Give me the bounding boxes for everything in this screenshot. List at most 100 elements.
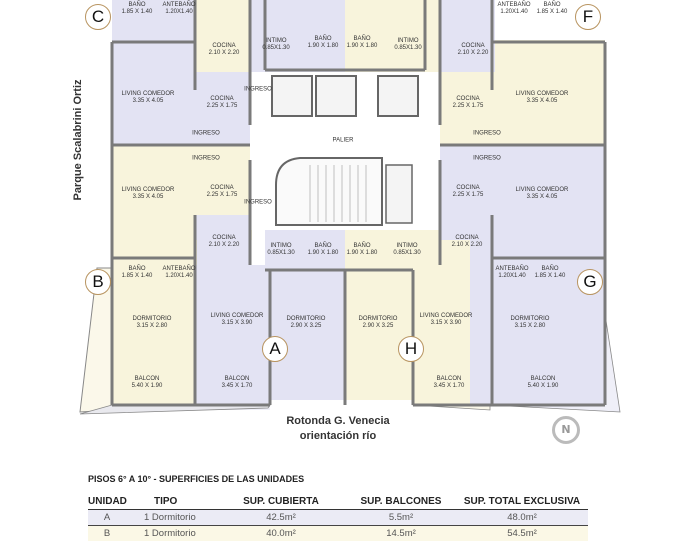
room-name: BAÑO [543,2,561,8]
surfaces-table: UNIDAD TIPO SUP. CUBIERTA SUP. BALCONES … [88,494,588,541]
room-dimensions: 2.25 X 1.75 [452,192,484,198]
room-name: DORMITORIO [286,316,326,322]
room-dimensions: 1.20X1.40 [498,273,526,279]
cell-sup-total: 48.0m² [507,512,537,523]
cell-sup-cubierta: 40.0m² [266,528,296,539]
table-header: UNIDAD TIPO SUP. CUBIERTA SUP. BALCONES … [88,494,588,510]
room-dimensions: 5.40 X 1.90 [527,383,559,389]
room-name: LIVING COMEDOR [515,91,569,97]
room-dimensions: 2.25 X 1.75 [452,103,484,109]
room-name: INTIMO [396,243,418,249]
room-dimensions: 3.35 X 4.05 [132,98,164,104]
cell-unidad: B [103,528,111,539]
room-dimensions: 3.45 X 1.70 [433,383,465,389]
room-name: COCINA [455,235,479,241]
room-name: LIVING COMEDOR [515,187,569,193]
room-name: BAÑO [353,243,371,249]
room-name: BAÑO [314,243,332,249]
walls [110,0,607,407]
room-dimensions: 2.25 X 1.75 [206,103,238,109]
elevator [377,75,419,117]
room-name: COCINA [461,43,485,49]
room-dimensions: 0.85X1.30 [262,45,290,51]
room-name: DORMITORIO [132,316,172,322]
park-label: Parque Scalabrini Ortiz [72,79,84,201]
room-dimensions: 1.90 X 1.80 [307,250,339,256]
room-dimensions: 3.15 X 3.90 [221,320,253,326]
room-name: PALIER [332,137,354,144]
elevator [271,75,313,117]
room-dimensions: 0.85X1.30 [267,250,295,256]
room-label: PALIER [333,138,354,145]
street-name: Rotonda G. Venecia [286,415,390,427]
room-dimensions: 3.35 X 4.05 [132,194,164,200]
room-dimensions: 3.45 X 1.70 [221,383,253,389]
room-label: INGRESO [473,131,501,138]
room-name: LIVING COMEDOR [121,187,175,193]
zone-a-bed [270,265,345,400]
room-name: INTIMO [270,243,292,249]
room-name: COCINA [212,43,236,49]
room-label: INGRESO [192,156,220,163]
room-name: LIVING COMEDOR [210,313,264,319]
unit-marker: H [398,336,424,362]
room-name: BAÑO [541,266,559,272]
room-name: DORMITORIO [510,316,550,322]
header-tipo: TIPO [154,496,178,507]
room-name: ANTEBAÑO [162,266,196,272]
room-dimensions: 2.25 X 1.75 [206,192,238,198]
room-name: COCINA [210,185,234,191]
room-dimensions: 3.35 X 4.05 [526,98,558,104]
room-name: INGRESO [244,86,272,93]
room-name: LIVING COMEDOR [419,313,473,319]
north-letter: N [561,423,571,436]
unit-marker: F [575,4,601,30]
room-name: BALCON [436,376,462,382]
zone-h-living [413,230,473,405]
room-name: COCINA [210,96,234,102]
room-name: INTIMO [265,38,287,44]
header-unidad: UNIDAD [88,496,127,507]
room-dimensions: 1.20X1.40 [165,9,193,15]
cell-tipo: 1 Dormitorio [144,512,196,523]
room-name: INGRESO [192,155,220,162]
room-name: LIVING COMEDOR [121,91,175,97]
cell-sup-balcones: 14.5m² [386,528,416,539]
table-row: B 1 Dormitorio 40.0m² 14.5m² 54.5m² [88,526,588,541]
table-title: PISOS 6° A 10° - SUPERFICIES DE LAS UNID… [88,474,305,484]
zone-h-bed [345,265,415,400]
room-dimensions: 2.10 X 2.20 [451,242,483,248]
unit-marker: C [85,4,111,30]
room-dimensions: 1.90 X 1.80 [346,250,378,256]
shaft [385,164,413,224]
zone-top-right-kitchen [440,0,495,72]
room-dimensions: 1.90 X 1.80 [307,43,339,49]
header-sup-balcones: SUP. BALCONES [360,496,442,507]
room-dimensions: 3.15 X 2.80 [136,323,168,329]
room-name: BALCON [224,376,250,382]
header-sup-cubierta: SUP. CUBIERTA [243,496,319,507]
